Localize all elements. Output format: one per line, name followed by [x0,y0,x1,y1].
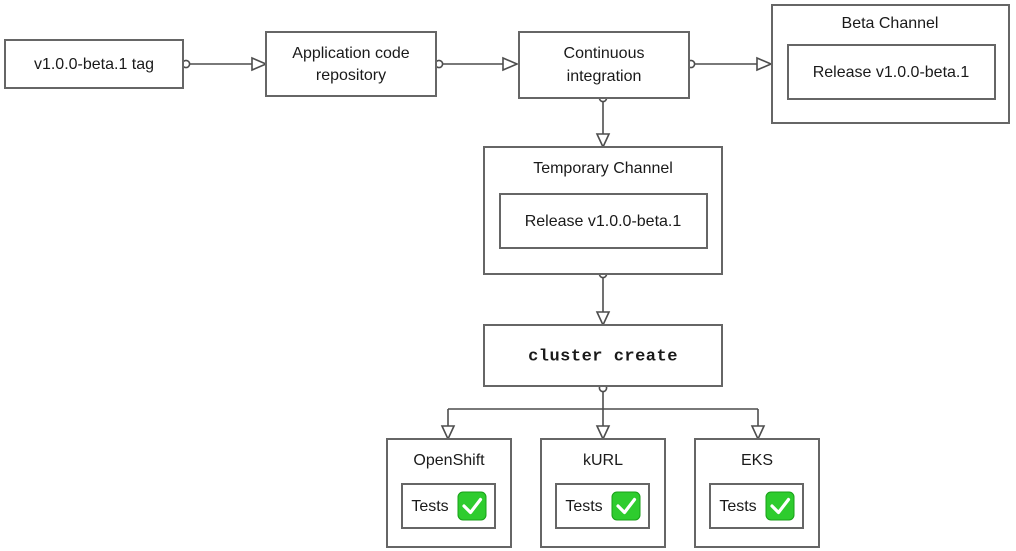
node-beta-channel-release-box[interactable] [787,44,996,100]
node-ci-label-line1: Continuous [564,45,645,62]
node-kurl[interactable]: kURL Tests [540,438,666,548]
node-temporary-channel[interactable]: Temporary Channel Release v1.0.0-beta.1 [483,146,723,275]
node-repo-label-line2: repository [316,67,386,84]
node-tag[interactable]: v1.0.0-beta.1 tag [4,39,184,89]
node-temporary-channel-release-box[interactable] [499,193,708,249]
node-openshift[interactable]: OpenShift Tests [386,438,512,548]
green-check-icon [765,491,795,521]
node-cluster-create[interactable]: cluster create [483,324,723,387]
node-eks-label: EKS [741,452,773,469]
green-check-icon [611,491,641,521]
node-beta-channel[interactable]: Beta Channel Release v1.0.0-beta.1 [771,4,1010,124]
node-eks[interactable]: EKS Tests [694,438,820,548]
edge-ci-to-temporary-channel [595,93,611,149]
node-eks-tests-label: Tests [719,498,756,515]
edge-cluster-create-fanout [440,383,766,441]
node-cluster-create-label: cluster create [528,347,678,366]
edge-temporary-channel-to-cluster-create [595,269,611,327]
node-repo-label-line1: Application code [292,45,410,62]
node-openshift-label: OpenShift [413,452,485,469]
node-beta-channel-label: Beta Channel [842,15,939,32]
node-tag-label: v1.0.0-beta.1 tag [34,56,154,73]
node-temporary-channel-label: Temporary Channel [533,160,673,177]
edge-tag-to-repo [181,56,269,72]
green-check-icon [457,491,487,521]
node-temporary-channel-release-label: Release v1.0.0-beta.1 [525,213,682,230]
node-application-code-repository[interactable]: Application code repository [265,31,437,97]
node-ci-label-line2: integration [567,68,642,85]
node-kurl-tests-label: Tests [565,498,602,515]
node-kurl-label: kURL [583,452,623,469]
node-beta-channel-release-label: Release v1.0.0-beta.1 [813,64,970,81]
edge-ci-to-beta-channel [686,56,774,72]
edge-repo-to-ci [434,56,520,72]
node-openshift-tests-label: Tests [411,498,448,515]
node-continuous-integration[interactable]: Continuous integration [518,31,690,99]
